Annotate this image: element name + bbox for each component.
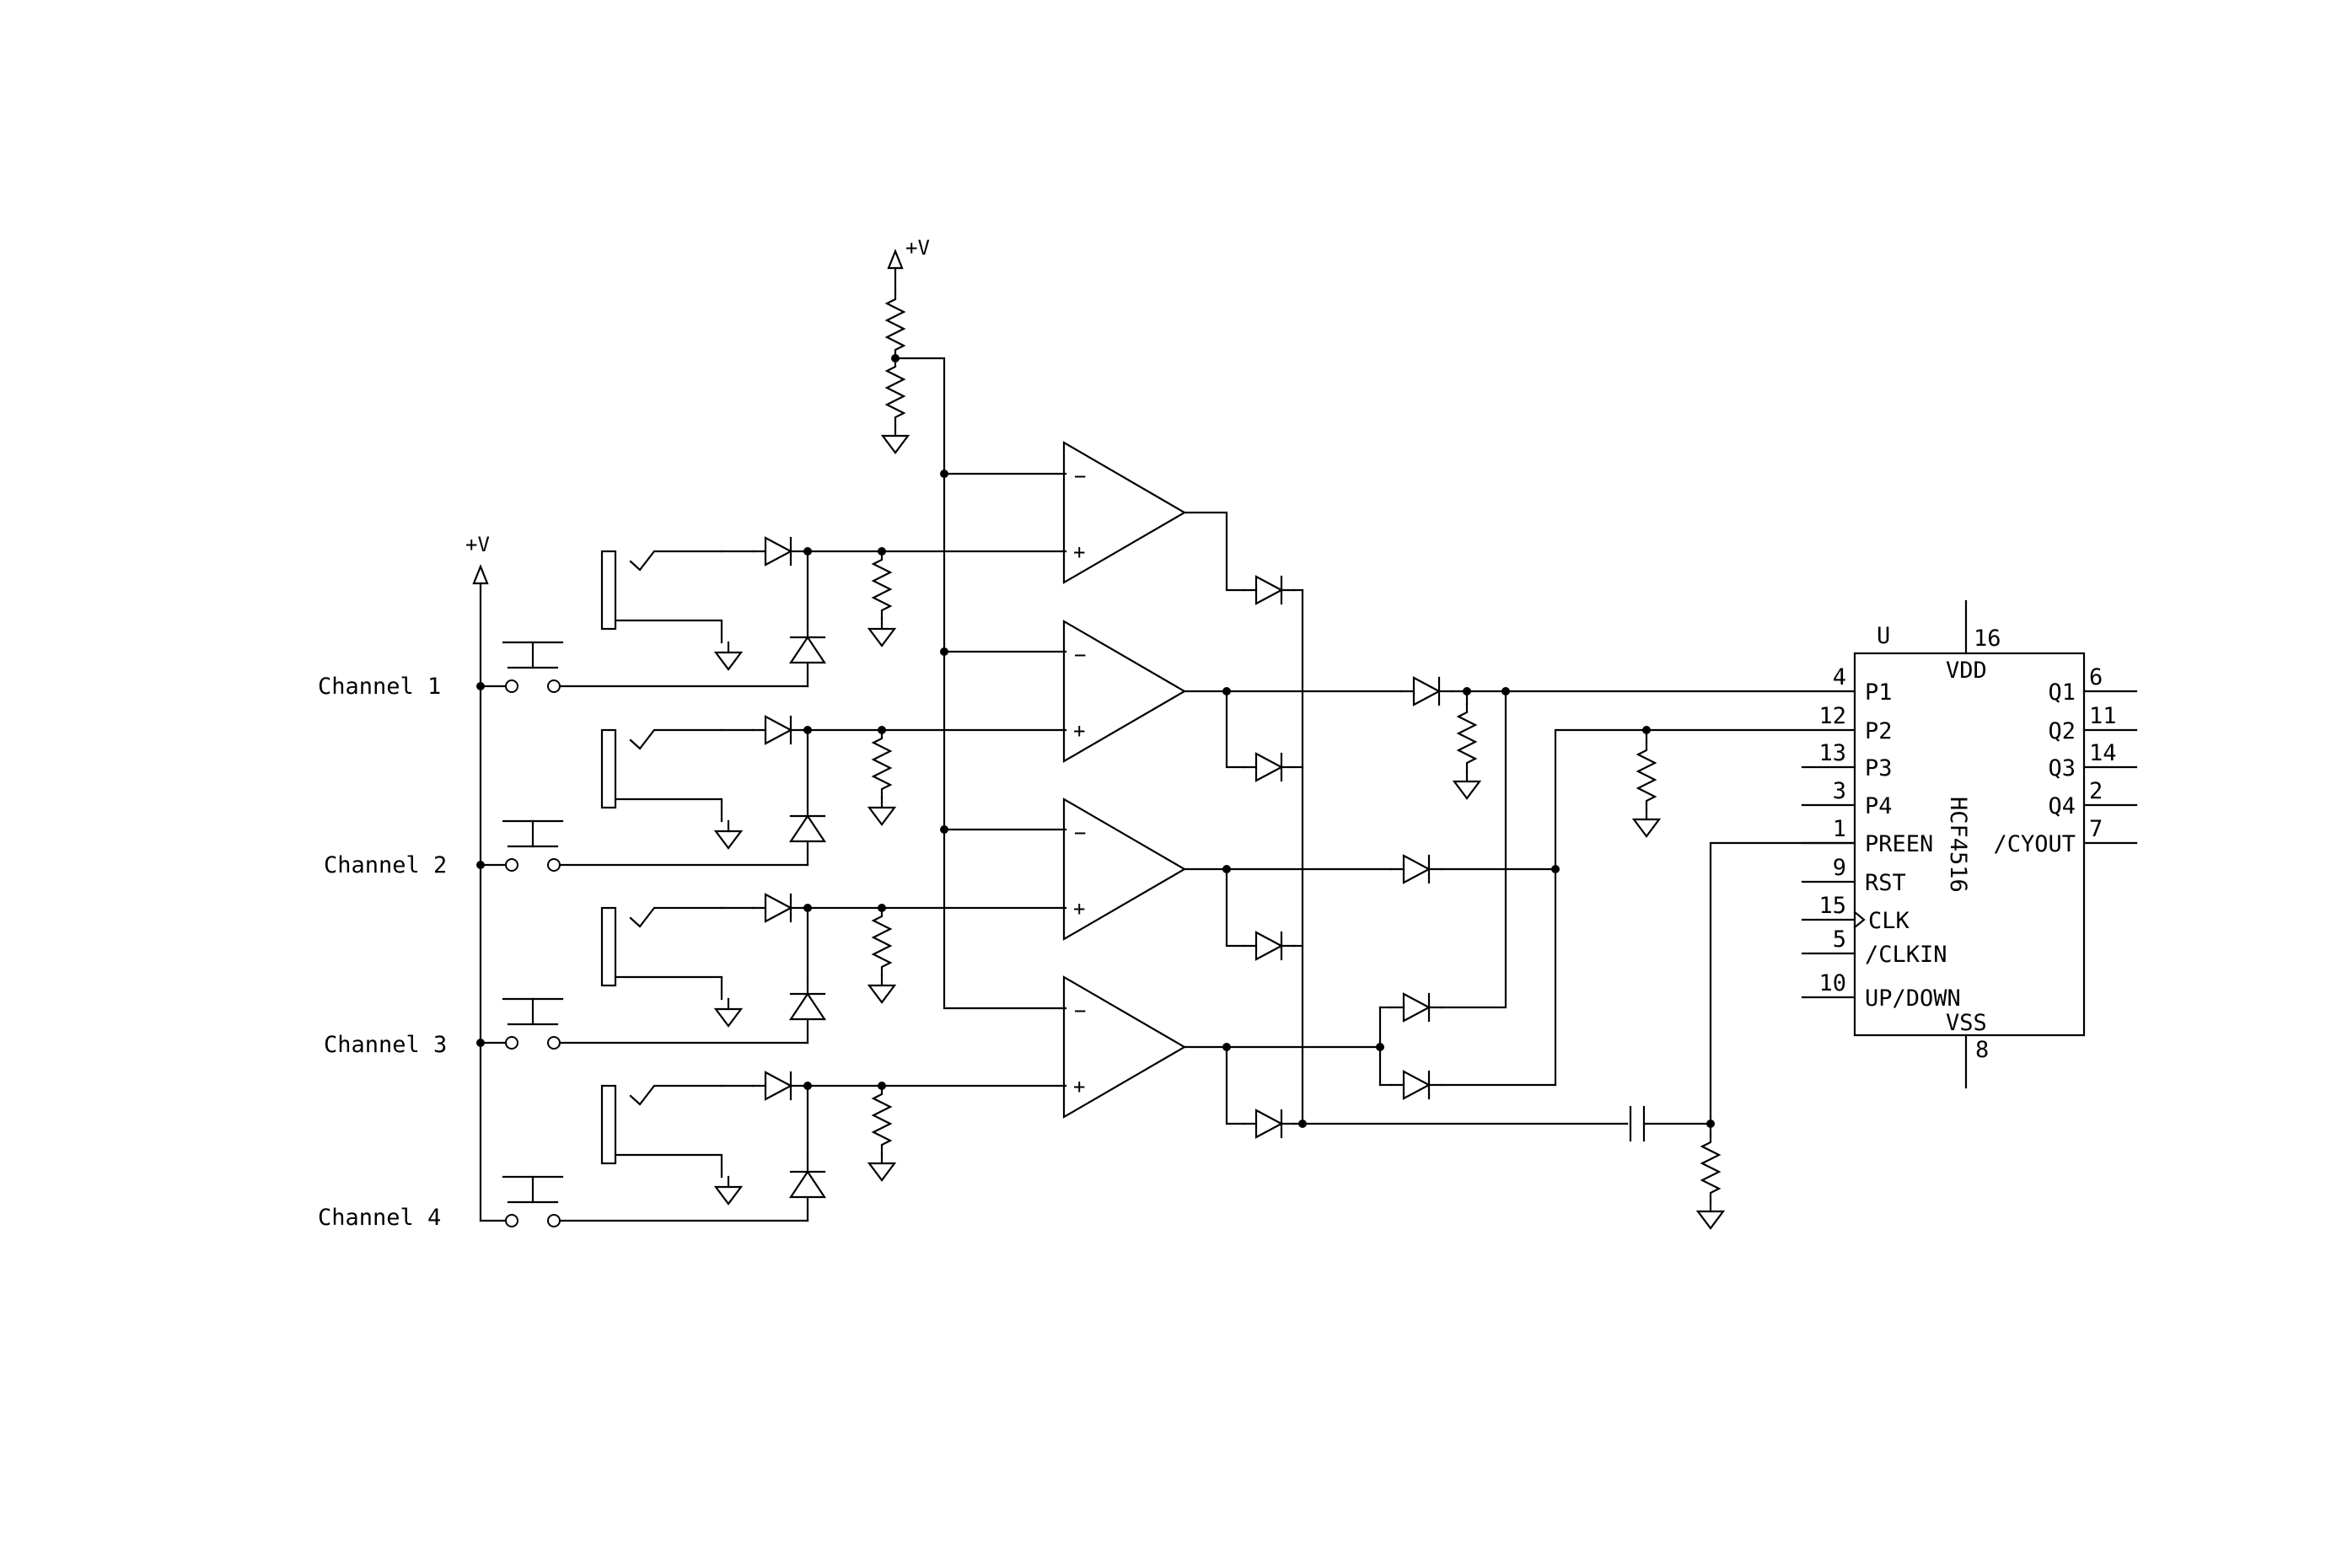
channel-4-label: Channel 4 [318, 1205, 441, 1231]
ic-pin-name: CLK [1868, 908, 1910, 934]
ic-pin-name: P3 [1865, 755, 1893, 781]
ground-icon [1696, 1200, 1725, 1230]
pin-8: 8 [1975, 1037, 1989, 1063]
ic-pin-name: RST [1865, 870, 1906, 896]
ic-pin-name: PREEN [1865, 831, 1933, 857]
push-button-3 [502, 997, 564, 1050]
pin-vss: VSS [1946, 1010, 1987, 1036]
diode-in-3 [751, 893, 805, 923]
reference-divider: +V [881, 236, 1067, 1010]
ic-pin-number: 3 [1833, 778, 1846, 804]
resistor-3 [872, 906, 892, 977]
supply-label-left: +V [465, 533, 490, 556]
resistor-2 [872, 728, 892, 799]
pin-vdd: VDD [1946, 658, 1987, 684]
ic-pin-number: 9 [1833, 855, 1846, 881]
opamp-3: − + [1062, 797, 1186, 941]
encoder-diodes [1376, 676, 1856, 1100]
ic-pin-name: Q2 [2048, 718, 2076, 744]
ic-pin-number: 11 [2089, 703, 2117, 729]
diode-in-2 [751, 715, 805, 745]
opamp-minus-sign: − [1074, 821, 1086, 845]
ic-pin-name: Q3 [2048, 755, 2076, 781]
ic-pin-number: 4 [1833, 664, 1846, 690]
opamp-plus-sign: + [1073, 1075, 1085, 1098]
ground-icon [868, 796, 896, 826]
opamp-minus-sign: − [1074, 643, 1086, 667]
ic-pin-number: 10 [1818, 970, 1846, 996]
opamp-2: − + [1062, 620, 1186, 763]
ic-pin-name: Q4 [2048, 793, 2076, 819]
ic-pin-number: 2 [2089, 778, 2103, 804]
channel-2-label: Channel 2 [324, 852, 447, 878]
resistor-1 [872, 550, 892, 620]
channel-1-label: Channel 1 [318, 674, 441, 700]
ic-part-number: HCF4516 [1945, 797, 1971, 893]
diode-in-1 [751, 536, 805, 567]
ic-pin-number: 7 [2089, 816, 2103, 842]
ic-pin-name: P1 [1865, 679, 1893, 706]
resistor-ref-top [885, 289, 905, 360]
opamp-plus-sign: + [1073, 719, 1085, 743]
jack-3 [600, 906, 723, 1001]
jack-1 [600, 550, 723, 644]
diode-clamp-4 [789, 1157, 826, 1211]
trigger-bus [1183, 511, 1629, 1139]
ground-icon [881, 424, 910, 454]
jack-2 [600, 728, 723, 823]
opamp-minus-sign: − [1074, 464, 1086, 488]
ic-pin-name: UP/DOWN [1865, 985, 1961, 1012]
ic-pin-number: 6 [2089, 664, 2103, 690]
opamp-plus-sign: + [1073, 540, 1085, 564]
ic-pin-number: 12 [1818, 703, 1846, 729]
opamp-4: − + [1062, 975, 1186, 1119]
pin-16: 16 [1974, 626, 2001, 652]
resistor-ref-bottom [885, 357, 905, 427]
channel-2-row: Channel 2 [324, 715, 1067, 878]
opamp-1: − + [1062, 441, 1186, 584]
channel-1-row: Channel 1 [318, 536, 1067, 700]
diode-clamp-2 [789, 802, 826, 856]
channel-4-row: Channel 4 [318, 1071, 1067, 1231]
opamp-minus-sign: − [1074, 999, 1086, 1023]
ic-pin-number: 13 [1818, 740, 1846, 766]
ground-icon [714, 819, 743, 850]
push-button-4 [502, 1175, 564, 1228]
ground-icon [868, 1152, 896, 1182]
ground-icon [1453, 770, 1481, 800]
diode-clamp-3 [789, 980, 826, 1034]
ic-pin-number: 14 [2089, 740, 2117, 766]
ground-icon [714, 1175, 743, 1206]
ground-icon [868, 974, 896, 1004]
opamp-plus-sign: + [1073, 897, 1085, 921]
ic-pin-name: Q1 [2048, 679, 2076, 706]
diode-clamp-1 [789, 623, 826, 677]
supply-rail-left: +V [465, 533, 490, 1222]
push-button-1 [502, 641, 564, 694]
ic-ref: U [1877, 623, 1890, 649]
ic-pin-name: P2 [1865, 718, 1893, 744]
ic-pin-name: P4 [1865, 793, 1893, 819]
channel-3-label: Channel 3 [324, 1032, 447, 1058]
ic-pin-name: /CYOUT [1993, 831, 2076, 857]
ground-icon [868, 617, 896, 647]
channel-3-row: Channel 3 [324, 893, 1067, 1058]
diode-in-4 [751, 1071, 805, 1101]
ic-pin-number: 5 [1833, 926, 1846, 953]
jack-4 [600, 1084, 723, 1179]
resistor-4 [872, 1084, 892, 1155]
ground-icon [1632, 808, 1661, 838]
ground-icon [714, 997, 743, 1028]
push-button-2 [502, 819, 564, 873]
ic-pin-number: 15 [1818, 893, 1846, 919]
ic-pin-number: 1 [1833, 816, 1846, 842]
ground-icon [714, 641, 743, 671]
ic-pin-name: /CLKIN [1865, 942, 1947, 968]
supply-label-top: +V [905, 236, 930, 260]
